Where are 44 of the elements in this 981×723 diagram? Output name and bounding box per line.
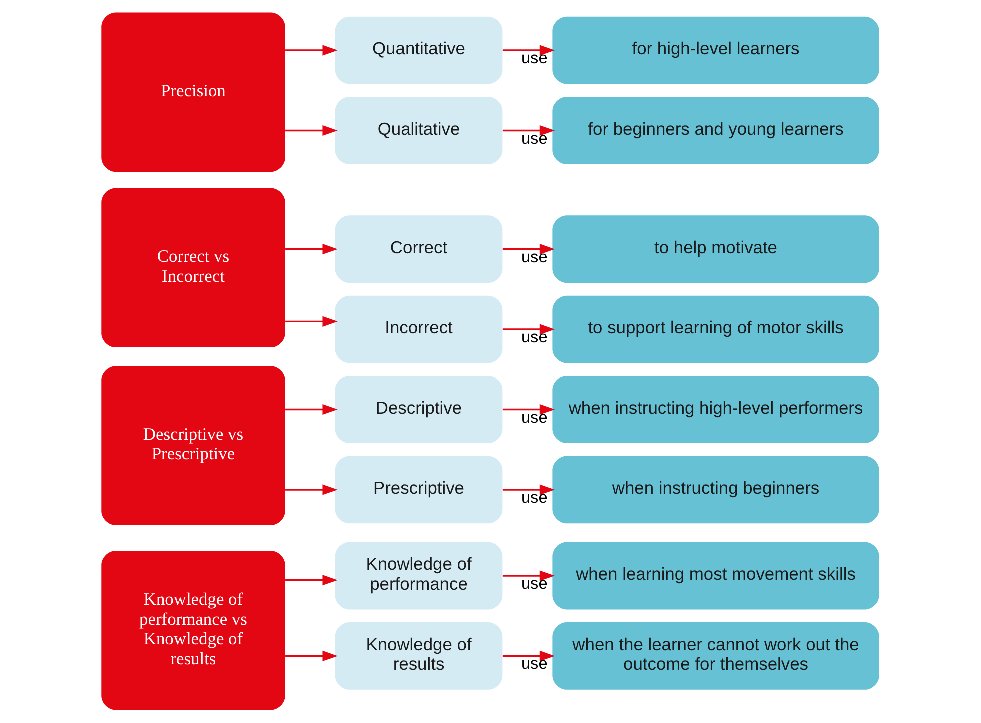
edge-label: use [522, 575, 548, 593]
node-box: when the learner cannot work out the outcome for themselves [552, 622, 880, 690]
node-box: Quantitative [335, 16, 503, 84]
edge-label: use [522, 248, 548, 266]
node-box: when instructing beginners [552, 456, 880, 524]
node-box: Knowledge of results [335, 622, 503, 690]
arrow [286, 404, 338, 416]
arrow [502, 324, 556, 335]
node-box: Prescriptive [335, 456, 503, 524]
arrow [286, 316, 338, 327]
node-box: Correct vs Incorrect [102, 188, 286, 348]
arrow [286, 244, 338, 255]
node-box: Knowledge of performance [335, 542, 503, 610]
edge-label: use [522, 328, 548, 347]
node-box: for high-level learners [552, 16, 880, 84]
arrow [286, 575, 338, 586]
node-box: to support learning of motor skills [552, 296, 880, 364]
node-box: Descriptive [335, 376, 503, 444]
node-box: Descriptive vs Prescriptive [102, 366, 286, 526]
arrow [502, 570, 556, 582]
node-box: Incorrect [335, 296, 503, 364]
arrow [502, 45, 556, 56]
arrow [502, 404, 556, 416]
node-box: when instructing high-level performers [552, 376, 880, 444]
edge-label: use [522, 488, 548, 507]
arrow [286, 484, 338, 496]
node-box: Qualitative [335, 97, 503, 164]
edge-label: use [522, 130, 548, 148]
node-box: Precision [102, 12, 286, 172]
arrow [286, 125, 338, 136]
node-box: Correct [335, 216, 503, 284]
node-box: when learning most movement skills [552, 542, 880, 610]
node-box: Knowledge of performance vs Knowledge of results [102, 550, 286, 710]
arrow [286, 650, 338, 662]
arrow [502, 125, 556, 136]
arrow [502, 244, 556, 255]
node-box: to help motivate [552, 216, 880, 284]
node-box: for beginners and young learners [552, 97, 880, 164]
edge-label: use [522, 655, 548, 674]
arrow [502, 650, 556, 662]
arrow [502, 484, 556, 496]
edge-label: use [522, 50, 548, 68]
edge-label: use [522, 408, 548, 427]
arrow [286, 45, 338, 56]
